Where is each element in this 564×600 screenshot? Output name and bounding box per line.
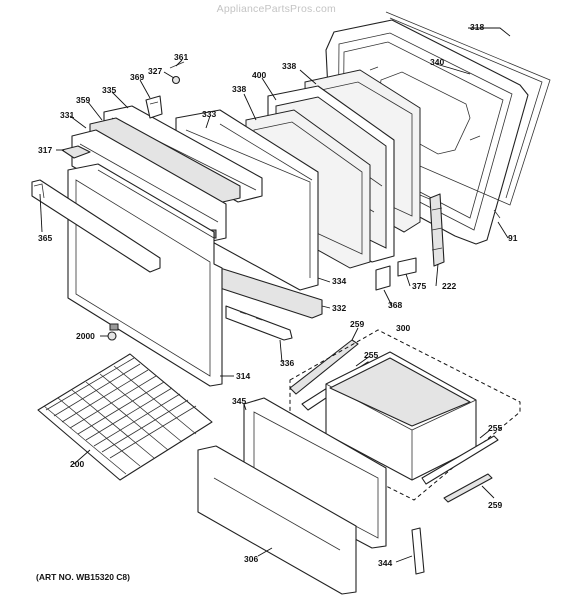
callout-259-right: 259: [488, 500, 502, 510]
callout-338-front: 338: [232, 84, 246, 94]
outer-door-314[interactable]: [67, 163, 223, 387]
callout-91: 91: [508, 233, 518, 243]
callout-255-left: 255: [364, 350, 378, 360]
callout-334: 334: [332, 276, 346, 286]
callout-336: 336: [280, 358, 294, 368]
callout-255-right: 255: [488, 423, 502, 433]
vent-trim-336[interactable]: [225, 305, 293, 341]
drawer-assembly-300[interactable]: [289, 329, 521, 501]
callout-335: 335: [102, 85, 116, 95]
callout-331: 331: [60, 110, 74, 120]
art-number: (ART NO. WB15320 C8): [36, 572, 130, 582]
drawer-clip-344[interactable]: [411, 527, 425, 575]
callout-344: 344: [378, 558, 392, 568]
drawer-rail-255-right[interactable]: [421, 435, 499, 485]
screw-327[interactable]: [171, 75, 181, 85]
callout-345: 345: [232, 396, 246, 406]
drawer-front-panel-306[interactable]: [197, 445, 357, 595]
callout-2000: 2000: [76, 331, 95, 341]
oven-rack-200[interactable]: [37, 353, 213, 481]
door-gasket-340[interactable]: [345, 11, 551, 206]
callout-259-left: 259: [350, 319, 364, 329]
callout-365: 365: [38, 233, 52, 243]
callout-359: 359: [76, 95, 90, 105]
callout-332: 332: [332, 303, 346, 313]
callout-368: 368: [388, 300, 402, 310]
watermark: AppliancePartsPros.com: [216, 3, 336, 15]
callout-327: 327: [148, 66, 162, 76]
callout-314: 314: [236, 371, 250, 381]
callout-369: 369: [130, 72, 144, 82]
vent-cap-2000[interactable]: [107, 331, 117, 341]
callout-340: 340: [430, 57, 444, 67]
drawer-rail-259-right[interactable]: [443, 473, 493, 503]
callout-333: 333: [202, 109, 216, 119]
door-bracket-317[interactable]: [61, 145, 91, 159]
door-handle-365[interactable]: [31, 179, 161, 273]
drawer-rail-259-left[interactable]: [289, 339, 359, 395]
callout-375: 375: [412, 281, 426, 291]
callouts: 318 340 338 400 338 361 327 369 335 359 …: [38, 22, 518, 568]
hinge-bracket-368[interactable]: [375, 265, 391, 291]
callout-400: 400: [252, 70, 266, 80]
callout-361: 361: [174, 52, 188, 62]
hinge-222[interactable]: [429, 193, 445, 267]
callout-306: 306: [244, 554, 258, 564]
callout-222: 222: [442, 281, 456, 291]
callout-318: 318: [470, 22, 484, 32]
callout-338-rear: 338: [282, 61, 296, 71]
callout-200: 200: [70, 459, 84, 469]
hinge-bracket-369[interactable]: [145, 95, 163, 119]
leader-lines: [39, 27, 511, 563]
screw-91[interactable]: [493, 209, 501, 219]
hinge-bracket-375[interactable]: [397, 257, 417, 277]
callout-300: 300: [396, 323, 410, 333]
callout-317: 317: [38, 145, 52, 155]
